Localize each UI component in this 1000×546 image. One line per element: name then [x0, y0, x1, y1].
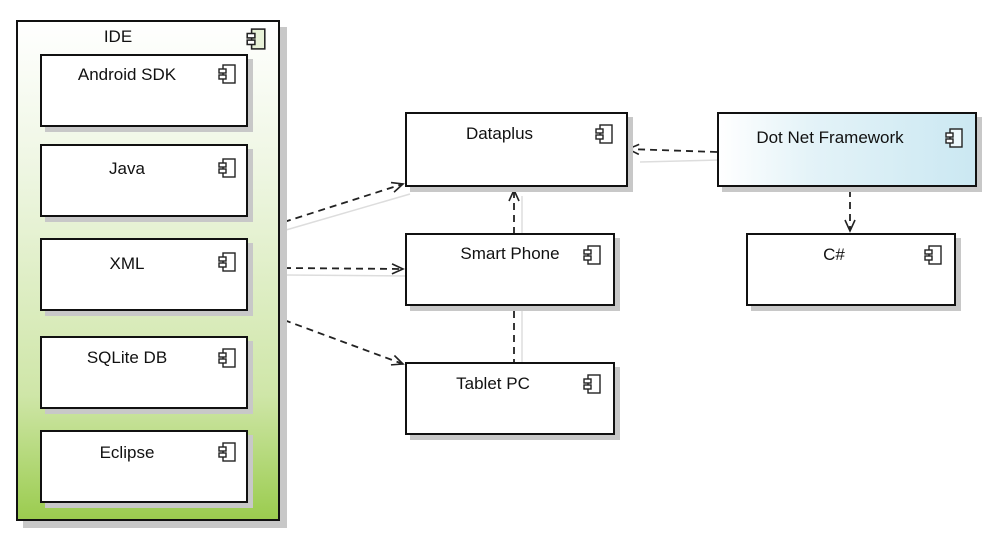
component-eclipse[interactable]: Eclipse	[40, 430, 248, 503]
link-ide-to-smart-phone	[283, 263, 405, 275]
component-tablet-pc[interactable]: Tablet PC	[405, 362, 615, 435]
component-icon	[595, 124, 613, 144]
component-label: Android SDK	[77, 65, 177, 84]
component-label: Tablet PC	[456, 374, 530, 393]
component-icon	[218, 252, 236, 272]
ide-title: IDE	[103, 27, 133, 46]
component-xml[interactable]: XML	[40, 238, 248, 311]
component-dot-net-framework[interactable]: Dot Net Framework	[717, 112, 977, 187]
component-label: XML	[109, 254, 145, 273]
component-icon	[583, 245, 601, 265]
component-label: Dataplus	[465, 124, 534, 143]
component-icon	[218, 442, 236, 462]
component-label: Eclipse	[99, 443, 155, 462]
link-dotnet-to-dataplus	[626, 143, 718, 156]
component-label: Smart Phone	[460, 244, 560, 263]
component-icon	[218, 348, 236, 368]
component-label: Dot Net Framework	[756, 128, 904, 147]
component-label: Java	[109, 159, 145, 178]
component-icon	[246, 28, 266, 50]
component-icon	[583, 374, 601, 394]
component-android-sdk[interactable]: Android SDK	[40, 54, 248, 127]
component-icon	[218, 64, 236, 84]
link-ide-to-tablet-pc	[283, 319, 405, 366]
component-sqlite-db[interactable]: SQLite DB	[40, 336, 248, 409]
component-icon	[218, 158, 236, 178]
component-icon	[945, 128, 963, 148]
component-label: SQLite DB	[86, 348, 168, 367]
component-label: C#	[823, 245, 845, 264]
component-java[interactable]: Java	[40, 144, 248, 217]
component-csharp[interactable]: C#	[746, 233, 956, 306]
ide-package[interactable]: IDE Android SDK Java XML SQLite DB	[16, 20, 280, 521]
component-dataplus[interactable]: Dataplus	[405, 112, 628, 187]
link-ide-to-dataplus	[283, 181, 405, 223]
component-icon	[924, 245, 942, 265]
component-smart-phone[interactable]: Smart Phone	[405, 233, 615, 306]
